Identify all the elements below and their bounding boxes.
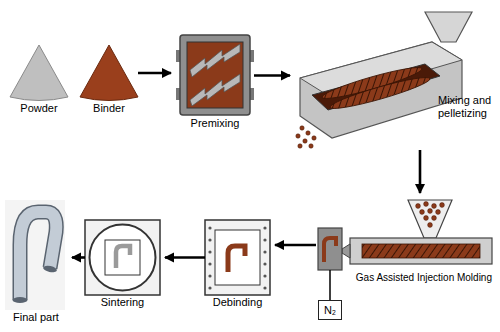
heater-dot — [208, 250, 211, 253]
brown-part — [228, 246, 245, 272]
pellet — [306, 131, 310, 135]
step-label: Powder — [20, 102, 57, 115]
nozzle — [342, 244, 350, 258]
pellets — [416, 202, 445, 228]
binder-cone — [80, 45, 138, 101]
pellet — [432, 204, 437, 209]
flow-arrow — [254, 74, 290, 77]
injection-barrel — [350, 238, 492, 264]
furnace-chamber — [105, 240, 140, 275]
mixer-blade — [190, 74, 240, 106]
binder-cone: Binder — [80, 45, 138, 101]
flow-arrow — [72, 256, 85, 259]
heater-dot — [263, 262, 266, 265]
tube — [20, 212, 56, 300]
flow-arrow — [419, 150, 422, 193]
powder-cone: Powder — [10, 45, 68, 101]
flow-arrow — [138, 72, 171, 75]
step-label: Gas Assisted Injection Molding — [356, 272, 492, 284]
heater-dot — [263, 250, 266, 253]
sintering-furnace — [85, 220, 160, 295]
pellet — [298, 144, 302, 148]
final-part-backdrop — [5, 200, 65, 310]
pellet — [424, 216, 429, 221]
pellet — [420, 210, 425, 215]
pellet — [436, 210, 441, 215]
premixing-box: Premixing — [176, 35, 254, 116]
extruder-body — [300, 42, 462, 138]
mold — [318, 228, 342, 270]
mixer-housing — [180, 35, 250, 115]
pellet — [300, 126, 304, 130]
step-label: Binder — [93, 102, 125, 115]
step-label: Sintering — [101, 296, 144, 309]
flow-arrow — [165, 256, 205, 259]
pellet — [309, 144, 313, 148]
mixer-chamber — [187, 42, 243, 108]
heater-dots — [208, 226, 266, 289]
injection-machine: Gas Assisted Injection Molding — [316, 198, 495, 270]
heater-dot — [263, 226, 266, 229]
step-label: N₂ — [324, 304, 336, 316]
injection-screw — [362, 244, 480, 258]
gas-line — [329, 270, 331, 300]
step-label: Debinding — [213, 296, 263, 309]
hopper — [408, 200, 452, 238]
mold-cavity — [324, 238, 336, 262]
gas-box: N₂ — [318, 300, 342, 320]
pellet — [432, 216, 437, 221]
heater-dot — [208, 262, 211, 265]
pellet — [424, 202, 429, 207]
pellets — [296, 126, 316, 148]
heater-dot — [263, 286, 266, 289]
oven-chamber — [215, 230, 260, 285]
debinding-oven — [205, 220, 270, 295]
heater-dot — [208, 238, 211, 241]
tube-end — [13, 297, 28, 303]
step-label: Mixing and pelletizing — [438, 94, 498, 119]
sintered-part — [116, 246, 130, 268]
mixer-blade — [190, 44, 240, 77]
heater-dot — [208, 226, 211, 229]
pellet — [428, 223, 433, 228]
furnace-ring — [90, 225, 156, 291]
pellet — [303, 139, 307, 143]
tube-end — [43, 265, 58, 274]
powder-cone — [10, 45, 68, 101]
debinding-oven: Debinding — [205, 220, 270, 295]
pellet — [416, 204, 421, 209]
heater-dot — [263, 238, 266, 241]
final-part: Final part — [5, 200, 67, 310]
tube-outline — [20, 212, 56, 300]
heater-dot — [263, 274, 266, 277]
pellet — [428, 209, 433, 214]
pellet — [296, 134, 300, 138]
step-label: Final part — [13, 311, 59, 324]
heater-dot — [208, 274, 211, 277]
pellet — [312, 136, 316, 140]
mixing-machine: Mixing and pelletizing — [295, 10, 472, 150]
hopper — [425, 12, 472, 42]
pellet — [440, 203, 445, 208]
extruder-screw — [328, 73, 431, 113]
sintering-furnace: Sintering — [85, 220, 160, 295]
flow-arrow — [275, 244, 316, 247]
step-label: Premixing — [191, 117, 240, 130]
heater-dot — [208, 286, 211, 289]
